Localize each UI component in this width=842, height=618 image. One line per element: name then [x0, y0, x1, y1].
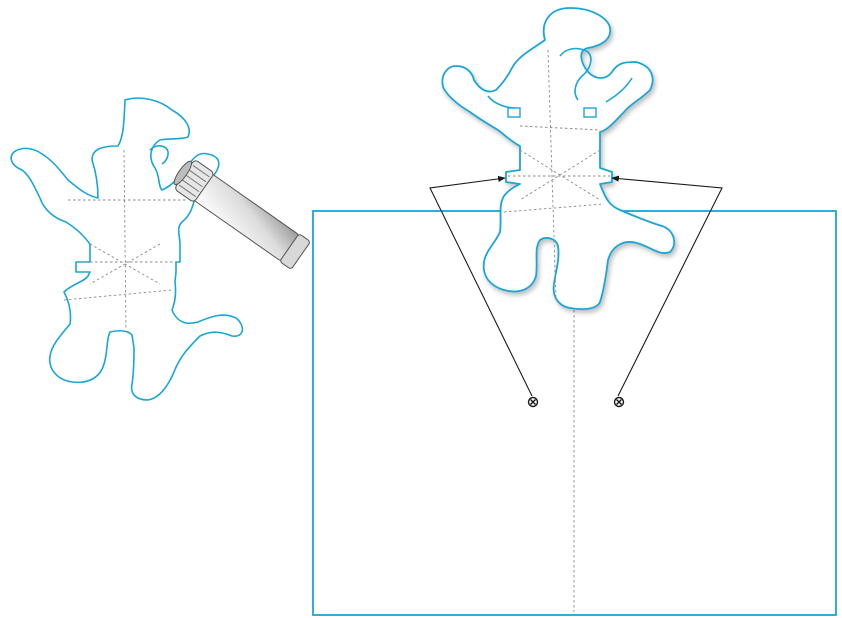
standing-figure-outline	[441, 7, 676, 310]
standing-fold-vertical	[547, 49, 557, 301]
fold-line-radial-2	[89, 243, 161, 285]
standing-figure-tab-right	[583, 107, 597, 118]
attachment-arrows	[429, 175, 723, 397]
fold-line-vertical	[123, 149, 127, 331]
standing-figure-tab-left	[507, 107, 521, 118]
standing-figure-arm-detail-right	[605, 77, 633, 103]
glue-point-marker-icon	[527, 396, 539, 408]
glue-stick-icon	[173, 160, 310, 269]
figure-outline	[10, 97, 244, 401]
standing-fold-hip	[503, 203, 605, 213]
standing-fold-shoulder	[519, 125, 601, 131]
standing-figure-head-detail	[559, 47, 592, 101]
arrow-icon	[611, 175, 723, 397]
flat-cutout-figure	[10, 97, 244, 401]
standing-cutout-figure	[441, 7, 676, 310]
arrow-icon	[429, 175, 533, 397]
standing-fold-radial-2	[519, 149, 601, 201]
fold-line-hip	[63, 289, 173, 301]
glue-point-marker-icon	[613, 396, 625, 408]
figure-head-detail	[149, 145, 169, 165]
